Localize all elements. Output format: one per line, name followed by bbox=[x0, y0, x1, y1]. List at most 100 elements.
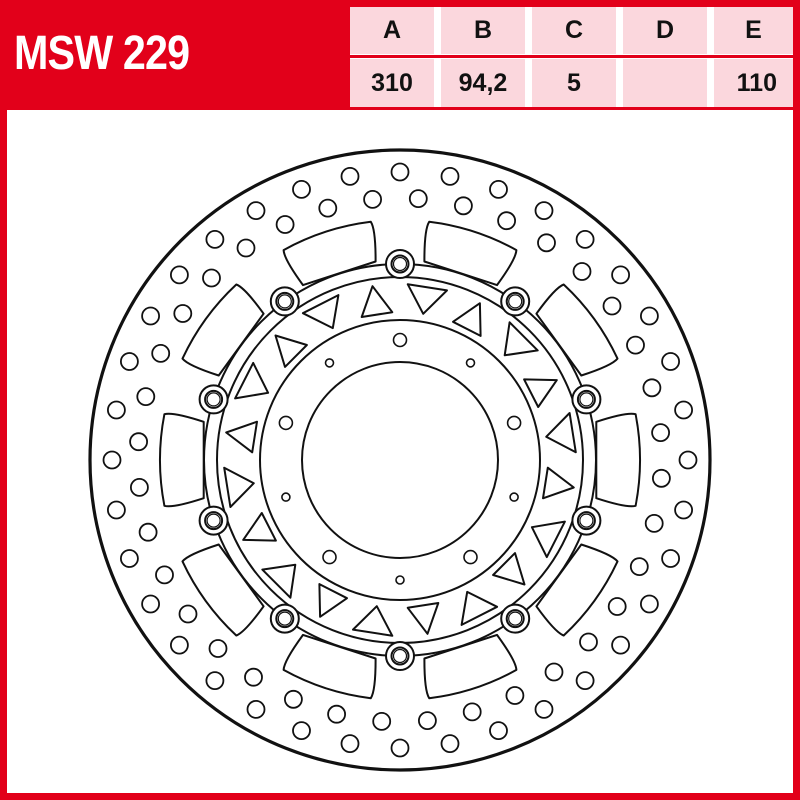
carrier-cutout bbox=[261, 563, 297, 599]
friction-ring-window bbox=[181, 283, 265, 377]
cooling-hole bbox=[151, 343, 171, 363]
cooling-hole bbox=[537, 233, 556, 253]
carrier-cutout bbox=[452, 302, 482, 337]
float-button-inner bbox=[576, 511, 596, 531]
float-button bbox=[198, 505, 229, 536]
float-button-inner bbox=[275, 609, 295, 629]
cooling-hole bbox=[178, 604, 198, 624]
float-button bbox=[198, 384, 229, 415]
cooling-hole bbox=[440, 166, 460, 186]
friction-ring-window bbox=[423, 633, 518, 700]
float-button-core bbox=[206, 392, 221, 407]
float-button-inner bbox=[390, 646, 410, 666]
cooling-hole bbox=[642, 378, 662, 398]
carrier-cutout bbox=[406, 283, 448, 315]
cooling-hole bbox=[275, 215, 295, 234]
cooling-hole bbox=[408, 189, 428, 209]
float-button-inner bbox=[275, 291, 295, 311]
float-button-core bbox=[392, 256, 408, 272]
carrier-cutout bbox=[242, 512, 277, 542]
carrier-cutout bbox=[274, 334, 308, 368]
cooling-hole bbox=[661, 549, 680, 568]
friction-ring-window bbox=[282, 220, 377, 287]
cooling-hole bbox=[169, 265, 189, 285]
hub-mount-hole bbox=[395, 575, 405, 585]
carrier-cutout bbox=[492, 552, 526, 586]
hub-mount-hole bbox=[392, 332, 408, 348]
cooling-hole bbox=[572, 262, 592, 281]
carrier-cutout bbox=[530, 520, 566, 559]
cooling-hole bbox=[489, 179, 508, 199]
float-button-inner bbox=[204, 511, 224, 531]
center-bore bbox=[301, 361, 499, 559]
cooling-hole bbox=[327, 704, 347, 724]
cooling-hole bbox=[244, 667, 263, 687]
cooling-hole bbox=[579, 632, 598, 652]
carrier-cutout bbox=[406, 602, 440, 635]
friction-ring-window bbox=[595, 412, 642, 508]
float-button bbox=[500, 603, 531, 634]
carrier-cutout bbox=[301, 294, 340, 330]
cooling-hole bbox=[626, 335, 645, 355]
cooling-hole bbox=[678, 450, 698, 470]
friction-ring-window bbox=[158, 412, 205, 508]
float-button-core bbox=[206, 513, 221, 528]
carrier-cutout bbox=[503, 321, 539, 357]
cooling-hole bbox=[318, 198, 338, 218]
cooling-hole bbox=[292, 179, 311, 199]
cooling-hole bbox=[629, 557, 649, 576]
cooling-hole bbox=[205, 671, 225, 690]
cooling-hole bbox=[208, 639, 228, 658]
carrier-cutout bbox=[360, 285, 394, 318]
cooling-hole bbox=[138, 522, 158, 542]
cooling-hole bbox=[102, 450, 122, 470]
friction-ring-window bbox=[282, 633, 377, 700]
cooling-hole bbox=[652, 468, 671, 488]
carrier-cutout bbox=[223, 466, 255, 508]
carrier-cutout bbox=[542, 466, 575, 500]
cooling-hole bbox=[640, 594, 659, 614]
cooling-hole bbox=[372, 712, 392, 731]
float-button-core bbox=[508, 294, 523, 309]
friction-ring-window bbox=[535, 283, 619, 377]
float-button-core bbox=[277, 294, 292, 309]
cooling-hole bbox=[390, 738, 410, 758]
spec-value-d bbox=[623, 59, 707, 107]
carrier-cutout bbox=[234, 361, 270, 400]
float-button bbox=[385, 641, 415, 671]
float-button-core bbox=[277, 611, 292, 626]
float-button bbox=[269, 603, 300, 634]
carrier-cutout bbox=[225, 420, 258, 454]
spec-value-a: 310 bbox=[350, 59, 434, 107]
spec-header-b: B bbox=[441, 7, 525, 54]
cooling-hole bbox=[363, 189, 383, 209]
float-button bbox=[571, 384, 602, 415]
carrier-cutout bbox=[545, 412, 577, 454]
cooling-hole bbox=[651, 423, 670, 443]
cooling-hole bbox=[155, 565, 174, 585]
float-button bbox=[500, 286, 531, 317]
cooling-hole bbox=[202, 268, 221, 288]
spec-header-c: C bbox=[532, 7, 616, 54]
cooling-hole bbox=[661, 352, 680, 371]
spec-header-e: E bbox=[714, 7, 793, 54]
cooling-hole bbox=[205, 229, 225, 249]
cooling-hole bbox=[674, 400, 693, 420]
hub-mount-hole bbox=[322, 549, 337, 565]
cooling-hole bbox=[141, 594, 161, 614]
cooling-hole bbox=[674, 500, 693, 520]
cooling-hole bbox=[141, 306, 161, 326]
carrier-ring-outer bbox=[203, 263, 597, 657]
carrier-cutout bbox=[460, 590, 499, 626]
carrier-cutout bbox=[523, 378, 558, 408]
cooling-hole bbox=[602, 296, 622, 316]
friction-ring-window bbox=[535, 543, 619, 637]
cooling-hole bbox=[340, 166, 360, 186]
cooling-hole bbox=[440, 734, 460, 753]
spec-header-row: A B C D E bbox=[350, 7, 793, 54]
brake-disc-drawing bbox=[88, 148, 712, 772]
float-button-inner bbox=[390, 254, 410, 274]
cooling-hole bbox=[119, 549, 139, 568]
cooling-hole bbox=[534, 700, 554, 719]
cooling-hole bbox=[340, 734, 360, 753]
